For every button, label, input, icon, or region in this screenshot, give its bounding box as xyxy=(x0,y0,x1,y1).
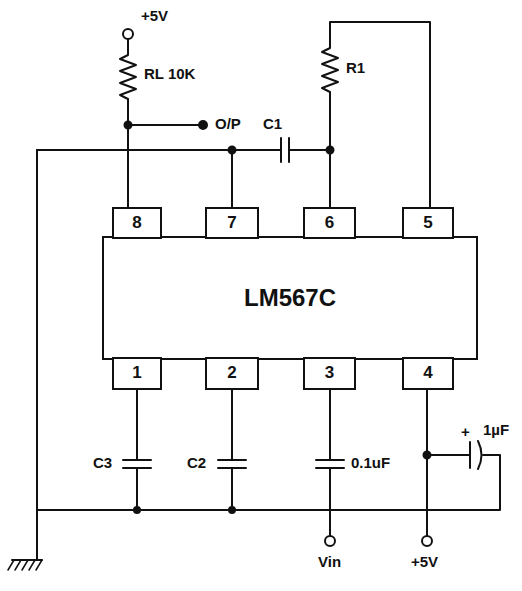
wire xyxy=(36,150,38,560)
pin-box: 4 xyxy=(402,357,454,390)
value-label: 1µF xyxy=(482,422,510,439)
part-label: C1 xyxy=(262,116,283,133)
pin-number: 4 xyxy=(423,364,432,383)
pin-box: 6 xyxy=(303,207,356,239)
pin-number: 3 xyxy=(325,364,334,383)
part-label: C3 xyxy=(92,455,113,472)
junction-dot xyxy=(229,147,236,154)
pin-box: 8 xyxy=(112,207,162,239)
wire xyxy=(128,124,198,126)
wire xyxy=(231,150,233,207)
resistor-symbol xyxy=(120,39,136,207)
supply-label: +5V xyxy=(140,8,169,25)
pin-number: 1 xyxy=(132,364,141,383)
wire xyxy=(37,455,500,510)
pin-number: 7 xyxy=(227,214,236,233)
wire xyxy=(37,149,280,151)
wire xyxy=(289,149,330,151)
signal-label: O/P xyxy=(214,116,242,133)
capacitor-symbol xyxy=(478,441,482,469)
pin-box: 2 xyxy=(205,357,259,390)
part-label: C2 xyxy=(186,455,207,472)
terminal xyxy=(199,121,207,129)
pin-number: 8 xyxy=(132,214,141,233)
signal-label: Vin xyxy=(317,554,342,571)
capacitor-symbol xyxy=(218,390,246,510)
junction-dot xyxy=(229,507,235,513)
capacitor-symbol xyxy=(281,138,289,162)
ic-body: LM567C xyxy=(102,236,478,360)
part-label: RL 10K xyxy=(143,66,196,83)
pin-box: 1 xyxy=(112,357,162,390)
terminal xyxy=(422,536,432,546)
terminal xyxy=(123,29,133,39)
wire xyxy=(426,390,428,536)
junction-dot xyxy=(134,507,140,513)
supply-label: +5V xyxy=(410,554,439,571)
part-label: R1 xyxy=(345,60,366,77)
terminal xyxy=(325,536,335,546)
capacitor-symbol xyxy=(123,390,151,510)
pin-box: 7 xyxy=(205,207,259,239)
ground-symbol xyxy=(8,560,42,570)
pin-number: 6 xyxy=(325,214,334,233)
pin-box: 5 xyxy=(402,207,454,239)
chip-name: LM567C xyxy=(244,285,336,311)
resistor-symbol xyxy=(322,22,430,207)
value-label: 0.1uF xyxy=(350,455,391,472)
polarity-mark: + xyxy=(460,424,471,441)
pin-number: 2 xyxy=(227,364,236,383)
pin-number: 5 xyxy=(423,214,432,233)
pin-box: 3 xyxy=(303,357,356,390)
capacitor-symbol xyxy=(427,442,470,468)
capacitor-symbol xyxy=(316,390,344,536)
junction-dot xyxy=(125,122,132,129)
